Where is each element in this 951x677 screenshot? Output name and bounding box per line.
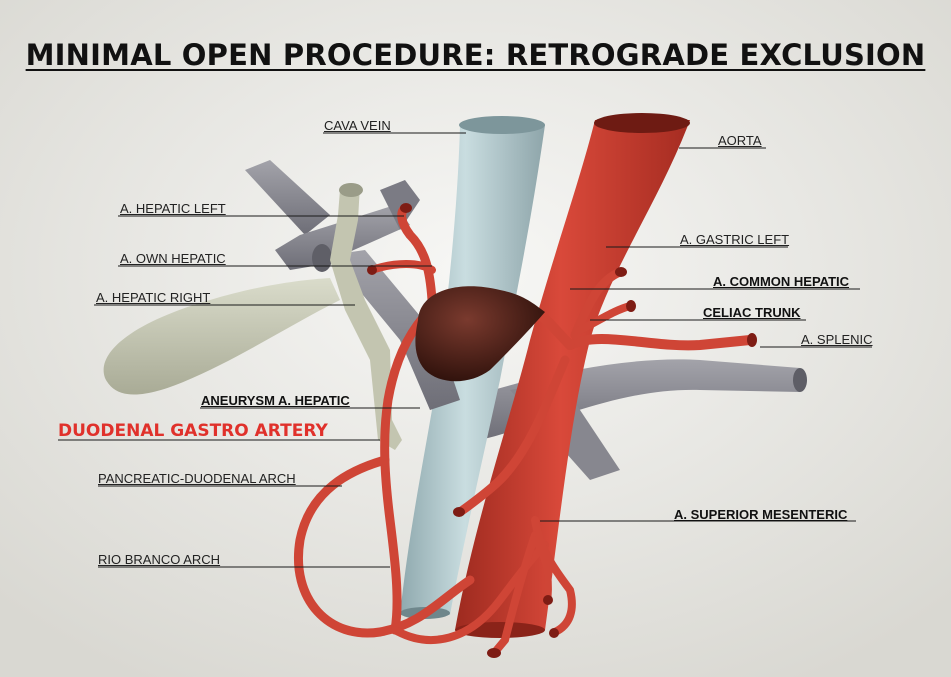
label-hepatic-right: A. HEPATIC RIGHT [96, 290, 210, 305]
label-celiac-trunk: CELIAC TRUNK [703, 305, 801, 320]
label-gastric-left: A. GASTRIC LEFT [680, 232, 789, 247]
label-rio-branco-arch: RIO BRANCO ARCH [98, 552, 220, 567]
splenic-vein-end [793, 368, 807, 392]
label-aneurysm: ANEURYSM A. HEPATIC [201, 393, 350, 408]
label-common-hepatic: A. COMMON HEPATIC [713, 274, 849, 289]
aorta-top-opening [594, 113, 690, 133]
bile-duct-top [339, 183, 363, 197]
label-splenic: A. SPLENIC [801, 332, 873, 347]
label-superior-mesenteric: A. SUPERIOR MESENTERIC [674, 507, 847, 522]
diagram-title: MINIMAL OPEN PROCEDURE: RETROGRADE EXCLU… [0, 38, 951, 72]
portal-branch-end [312, 244, 332, 272]
label-duodenal-gastro-artery: DUODENAL GASTRO ARTERY [58, 421, 328, 441]
label-own-hepatic: A. OWN HEPATIC [120, 251, 226, 266]
label-cava-vein: CAVA VEIN [324, 118, 391, 133]
label-hepatic-left: A. HEPATIC LEFT [120, 201, 226, 216]
label-pancreatic-duodenal-arch: PANCREATIC-DUODENAL ARCH [98, 471, 296, 486]
label-aorta: AORTA [718, 133, 762, 148]
cava-vein-top [459, 116, 545, 134]
